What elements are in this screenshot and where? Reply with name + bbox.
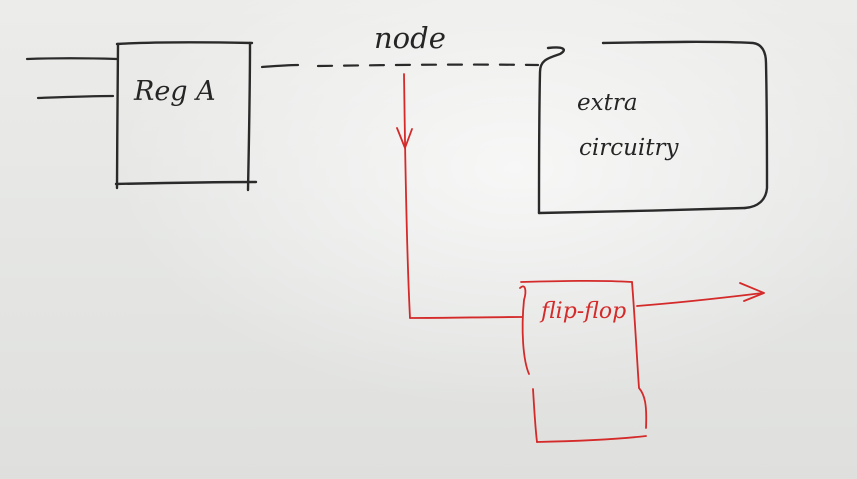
flip-flop-label: flip-flop <box>539 299 626 324</box>
extra-circuitry-box <box>537 40 769 215</box>
register-label: Reg A <box>133 76 216 107</box>
input-line-top <box>25 57 119 61</box>
extra-circuitry-label-line1: extra <box>577 90 638 116</box>
output-arrowhead <box>739 282 765 302</box>
register-a-box <box>114 41 258 192</box>
tap-wire-to-flipflop <box>409 316 523 319</box>
flip-flop-box <box>519 279 648 443</box>
down-arrowhead <box>396 127 413 149</box>
node-label: node <box>374 21 446 55</box>
input-line-bottom <box>36 94 115 100</box>
register-output-wire <box>260 63 300 69</box>
extra-circuitry-label-line2: circuitry <box>579 135 680 161</box>
node-dashed-line <box>316 63 540 68</box>
node-tap-wire <box>403 73 411 319</box>
flip-flop-output-wire <box>636 292 764 307</box>
